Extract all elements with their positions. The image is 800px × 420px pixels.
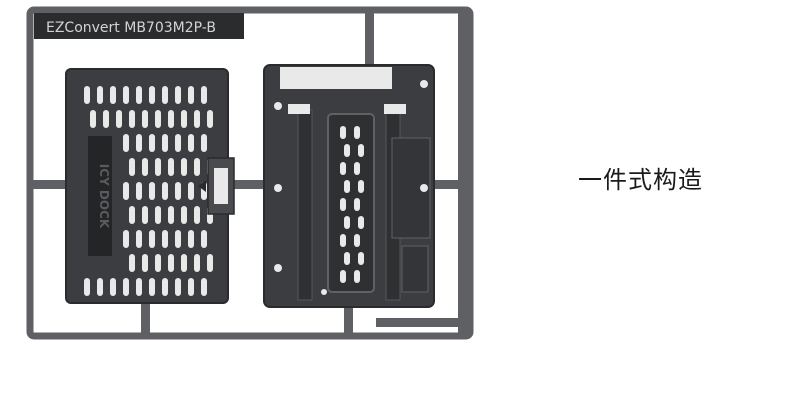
vent-hole bbox=[194, 110, 200, 128]
vent-hole bbox=[201, 86, 207, 104]
vent-hole bbox=[123, 182, 129, 200]
vent-hole bbox=[149, 134, 155, 152]
vent-hole bbox=[136, 86, 142, 104]
tray-slot bbox=[340, 162, 346, 175]
tray-slot bbox=[344, 144, 350, 157]
vent-hole bbox=[155, 158, 161, 176]
tray-slot bbox=[358, 180, 364, 193]
tray-slot bbox=[354, 162, 360, 175]
vent-hole bbox=[97, 278, 103, 296]
vent-hole bbox=[175, 230, 181, 248]
vent-hole bbox=[181, 110, 187, 128]
model-label: EZConvert MB703M2P-B bbox=[34, 13, 244, 39]
vent-hole bbox=[188, 278, 194, 296]
vent-hole bbox=[194, 158, 200, 176]
vent-hole bbox=[181, 206, 187, 224]
vent-hole bbox=[110, 86, 116, 104]
tray-slot bbox=[340, 126, 346, 139]
tray-slot bbox=[354, 234, 360, 247]
vent-hole bbox=[162, 134, 168, 152]
vent-hole bbox=[168, 254, 174, 272]
cover-ventilation-holes bbox=[84, 86, 213, 296]
vent-hole bbox=[84, 278, 90, 296]
model-label-text: EZConvert MB703M2P-B bbox=[46, 20, 216, 36]
brand-logo: ICY DOCK bbox=[97, 164, 111, 229]
vent-hole bbox=[103, 110, 109, 128]
tray-slot bbox=[344, 252, 350, 265]
vent-hole bbox=[168, 110, 174, 128]
vent-hole bbox=[168, 158, 174, 176]
tray-slot bbox=[358, 216, 364, 229]
tray-slot bbox=[354, 270, 360, 283]
vent-hole bbox=[123, 278, 129, 296]
vent-hole bbox=[194, 206, 200, 224]
tray-slot bbox=[358, 144, 364, 157]
vent-hole bbox=[201, 134, 207, 152]
tray-slot bbox=[344, 180, 350, 193]
vent-hole bbox=[129, 158, 135, 176]
vent-hole bbox=[142, 254, 148, 272]
tray-slot bbox=[354, 126, 360, 139]
vent-hole bbox=[129, 206, 135, 224]
vent-hole bbox=[90, 110, 96, 128]
vent-hole bbox=[123, 86, 129, 104]
vent-hole bbox=[123, 230, 129, 248]
vent-hole bbox=[149, 278, 155, 296]
vent-hole bbox=[207, 254, 213, 272]
vent-hole bbox=[162, 86, 168, 104]
feature-caption: 一件式构造 bbox=[578, 166, 703, 194]
vent-hole bbox=[142, 158, 148, 176]
vent-hole bbox=[162, 278, 168, 296]
tray-slot bbox=[344, 216, 350, 229]
vent-hole bbox=[188, 86, 194, 104]
vent-hole bbox=[149, 230, 155, 248]
vent-hole bbox=[175, 182, 181, 200]
tray-slots bbox=[340, 126, 364, 283]
vent-hole bbox=[97, 86, 103, 104]
tray-slot bbox=[354, 198, 360, 211]
vent-hole bbox=[188, 134, 194, 152]
vent-hole bbox=[123, 134, 129, 152]
vent-hole bbox=[175, 86, 181, 104]
vent-hole bbox=[129, 254, 135, 272]
tray-slot bbox=[340, 234, 346, 247]
vent-hole bbox=[181, 254, 187, 272]
vent-hole bbox=[201, 278, 207, 296]
vent-hole bbox=[84, 86, 90, 104]
sprue-frame bbox=[26, 6, 474, 340]
vent-hole bbox=[162, 230, 168, 248]
vent-hole bbox=[149, 182, 155, 200]
vent-hole bbox=[136, 134, 142, 152]
vent-hole bbox=[188, 182, 194, 200]
vent-hole bbox=[136, 182, 142, 200]
vent-hole bbox=[136, 278, 142, 296]
vent-hole bbox=[136, 230, 142, 248]
vent-hole bbox=[194, 254, 200, 272]
vent-hole bbox=[110, 278, 116, 296]
vent-hole bbox=[129, 110, 135, 128]
vent-hole bbox=[116, 110, 122, 128]
vent-hole bbox=[162, 182, 168, 200]
vent-hole bbox=[142, 206, 148, 224]
vent-hole bbox=[175, 278, 181, 296]
vent-hole bbox=[207, 110, 213, 128]
tray-slot bbox=[358, 252, 364, 265]
vent-hole bbox=[168, 206, 174, 224]
vent-hole bbox=[188, 230, 194, 248]
vent-hole bbox=[155, 254, 161, 272]
tray-plate bbox=[263, 64, 435, 308]
vent-hole bbox=[201, 230, 207, 248]
cover-plate: ICY DOCK bbox=[65, 68, 235, 304]
vent-hole bbox=[175, 134, 181, 152]
tray-slot bbox=[340, 198, 346, 211]
vent-hole bbox=[155, 206, 161, 224]
vent-hole bbox=[155, 110, 161, 128]
vent-hole bbox=[142, 110, 148, 128]
tray-slot bbox=[340, 270, 346, 283]
vent-hole bbox=[181, 158, 187, 176]
vent-hole bbox=[149, 86, 155, 104]
